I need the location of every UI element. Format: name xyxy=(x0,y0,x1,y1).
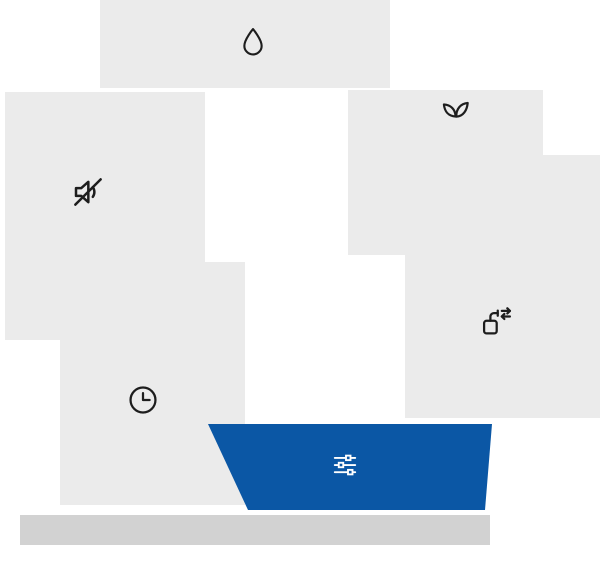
speaker-mute-icon xyxy=(68,172,108,212)
sliders-icon xyxy=(330,450,360,480)
water-drop-icon xyxy=(236,25,270,59)
base-bar xyxy=(20,515,490,545)
tile-time xyxy=(60,262,245,505)
leaf-icon xyxy=(436,94,474,132)
clock-icon xyxy=(125,382,161,418)
plug-sync-icon xyxy=(479,304,515,340)
tile-connectivity xyxy=(405,155,600,418)
tile-water xyxy=(100,0,390,88)
settings-accent-shape[interactable] xyxy=(208,424,492,510)
